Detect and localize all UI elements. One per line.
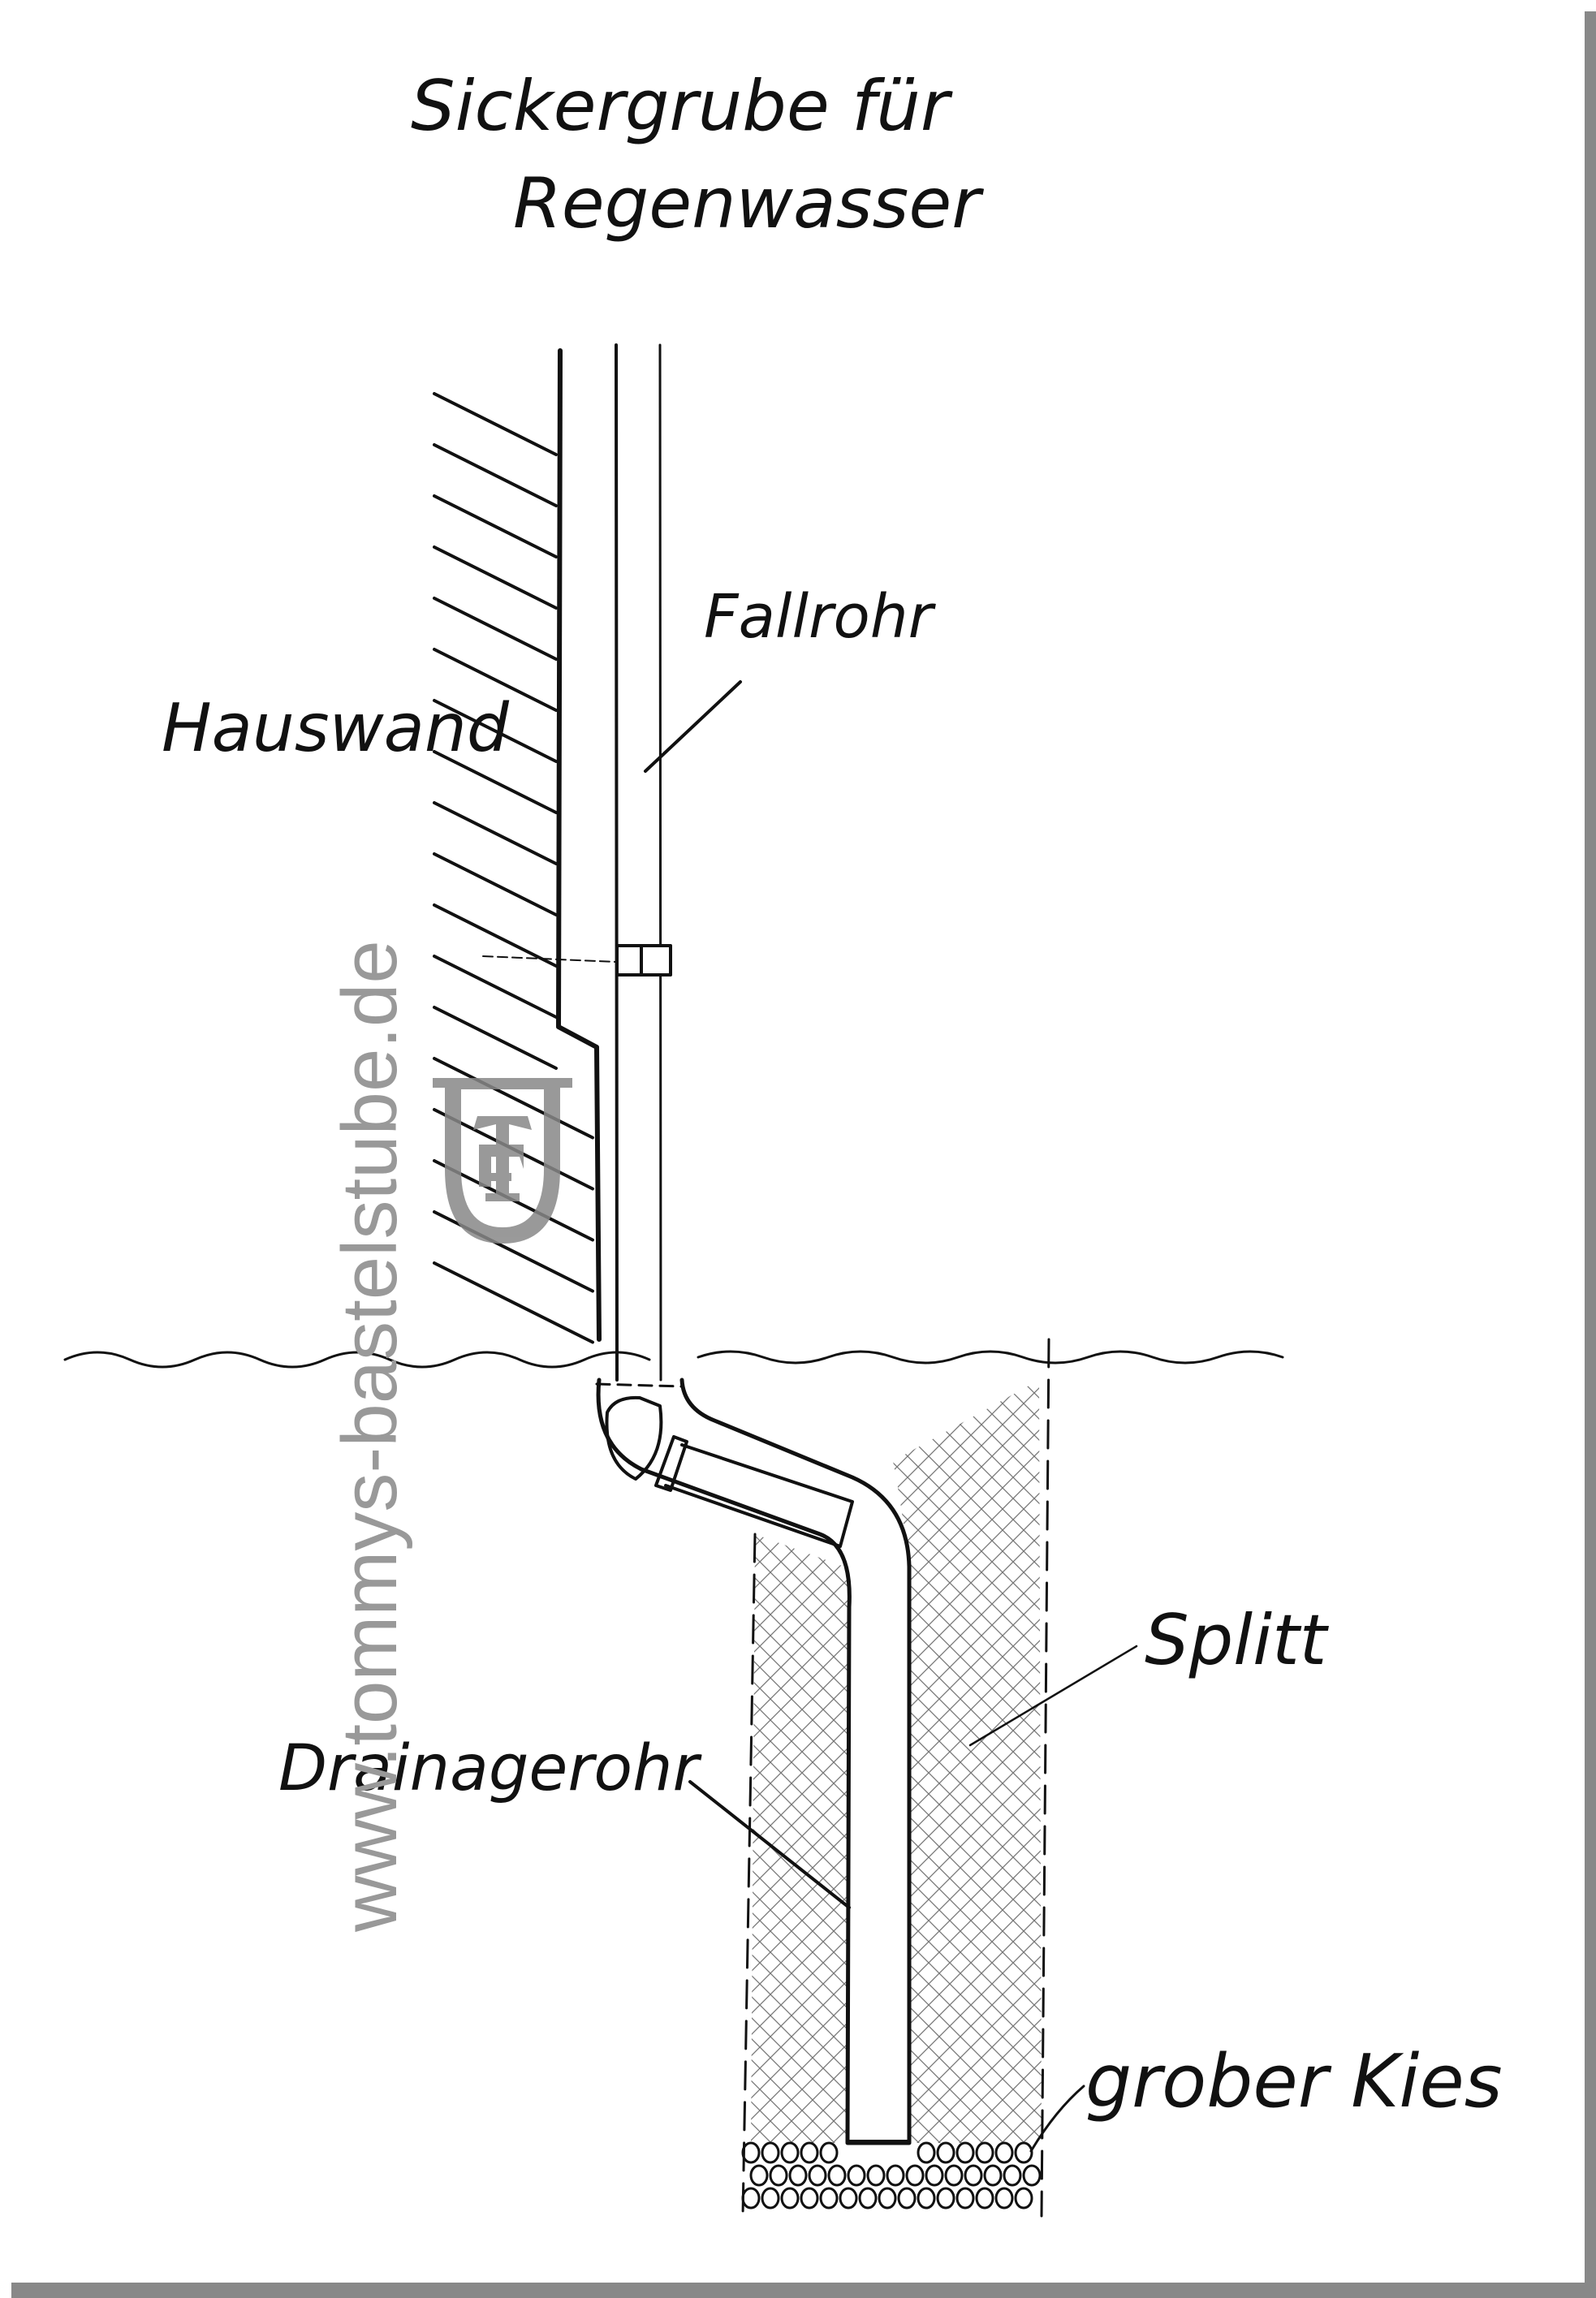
gravel-pebble <box>788 2164 808 2187</box>
gravel-pebble <box>741 2141 761 2164</box>
label-house-wall: Hauswand <box>162 690 510 767</box>
gravel-pebble <box>936 2187 955 2210</box>
gravel-pebble <box>925 2164 944 2187</box>
gravel-pebble <box>819 2141 839 2164</box>
gravel-pebble <box>878 2187 897 2210</box>
gravel-pebble <box>955 2141 975 2164</box>
wall-hatch-stroke <box>433 699 558 763</box>
pipe-clamp <box>482 944 672 977</box>
leader-chippings <box>968 1645 1138 1747</box>
gravel-pebble <box>800 2141 819 2164</box>
gravel-pebble <box>975 2187 994 2210</box>
wall-hatch-stroke <box>433 545 558 610</box>
coarse-gravel <box>741 2141 1042 2210</box>
wall-hatch-stroke <box>433 597 558 661</box>
gravel-pebble <box>808 2164 827 2187</box>
gravel-pebble <box>955 2187 975 2210</box>
gravel-pebble <box>780 2187 800 2210</box>
gravel-pebble <box>827 2164 847 2187</box>
wall-hatch-stroke <box>433 801 558 865</box>
drain-pipe <box>596 1378 912 2145</box>
gravel-pebble <box>994 2187 1014 2210</box>
house-wall-hatching <box>433 392 594 1344</box>
gravel-pebble <box>905 2164 925 2187</box>
gravel-pebble <box>917 2141 936 2164</box>
wall-hatch-stroke <box>433 750 558 814</box>
title-line-1: Sickergrube für <box>411 66 953 147</box>
gravel-pebble <box>983 2164 1003 2187</box>
gravel-pebble <box>975 2141 994 2164</box>
wall-hatch-stroke <box>433 1261 594 1344</box>
gravel-pebble <box>839 2187 858 2210</box>
gravel-pebble <box>964 2164 983 2187</box>
gravel-pebble <box>944 2164 964 2187</box>
wall-hatch-stroke <box>433 852 558 916</box>
label-drain-pipe: Drainagerohr <box>278 1732 703 1805</box>
label-coarse-gravel: grober Kies <box>1085 2039 1503 2124</box>
page-shadow-right <box>1585 11 1596 2298</box>
watermark-url: www.tommys-bastelstube.de <box>326 940 413 1933</box>
wall-hatch-stroke <box>433 955 558 1019</box>
wall-hatch-stroke <box>433 494 558 558</box>
gravel-pebble <box>780 2141 800 2164</box>
wall-hatch-stroke <box>433 443 558 507</box>
pit-walls <box>741 1338 1050 2218</box>
gravel-pebble <box>936 2141 955 2164</box>
house-wall <box>556 348 602 1342</box>
gravel-pebble <box>1014 2187 1033 2210</box>
gravel-pebble <box>858 2187 878 2210</box>
gravel-pebble <box>761 2141 780 2164</box>
leader-coarse-gravel <box>1029 2085 1085 2153</box>
watermark-logo <box>433 1078 572 1244</box>
leader-drain-pipe <box>688 1780 851 1909</box>
ground-cut-line <box>595 1382 684 1388</box>
wall-hatch-stroke <box>433 392 558 456</box>
label-downpipe: Fallrohr <box>704 582 937 652</box>
wall-hatch-stroke <box>433 1210 594 1293</box>
ground-surface <box>63 1350 1284 1369</box>
gravel-pebble <box>1014 2141 1033 2164</box>
gravel-pebble <box>917 2187 936 2210</box>
leader-downpipe <box>644 680 742 773</box>
label-chippings: Splitt <box>1145 1600 1330 1681</box>
chippings-fill <box>751 1380 1042 2143</box>
gravel-pebble <box>769 2164 788 2187</box>
downpipe <box>615 343 662 1382</box>
gravel-pebble <box>819 2187 839 2210</box>
gravel-pebble <box>761 2187 780 2210</box>
wall-hatch-stroke <box>433 903 558 968</box>
gravel-pebble <box>897 2187 917 2210</box>
wall-hatch-stroke <box>433 1006 558 1070</box>
gravel-pebble <box>741 2187 761 2210</box>
gravel-pebble <box>847 2164 866 2187</box>
wall-hatch-stroke <box>433 1057 594 1140</box>
gravel-pebble <box>866 2164 886 2187</box>
gravel-pebble <box>886 2164 905 2187</box>
title-line-2: Regenwasser <box>513 163 984 244</box>
gravel-pebble <box>1003 2164 1022 2187</box>
gravel-pebble <box>749 2164 769 2187</box>
wall-hatch-stroke <box>433 648 558 712</box>
gravel-pebble <box>800 2187 819 2210</box>
page-shadow-bottom <box>11 2283 1596 2298</box>
gravel-pebble <box>994 2141 1014 2164</box>
gravel-pebble <box>1022 2164 1042 2187</box>
